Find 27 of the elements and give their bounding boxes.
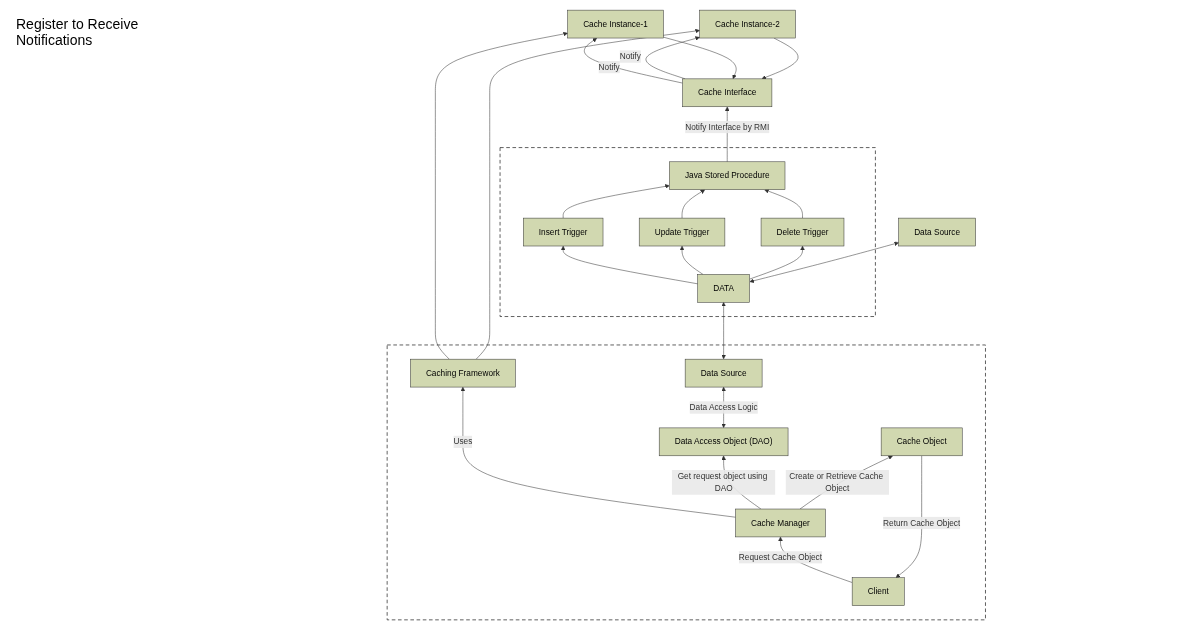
edge-label: Notify Interface by RMI <box>685 122 770 132</box>
node-box: Java Stored Procedure <box>669 161 786 190</box>
edge-label: Get request object using DAO <box>677 471 768 493</box>
node-box: Cache Interface <box>682 78 773 108</box>
edge-label: Data Access Logic <box>689 402 758 412</box>
edge-label: Request Cache Object <box>739 552 823 562</box>
edge-label: Return Cache Object <box>883 518 961 528</box>
node-box: Cache Instance-2 <box>699 9 796 39</box>
edge-label: Uses <box>453 437 473 446</box>
node-box: Delete Trigger <box>761 217 845 247</box>
cluster <box>499 147 876 317</box>
edge-label: Notify <box>598 62 620 72</box>
node-box: Data Source <box>685 358 763 388</box>
node-box: DATA <box>697 274 750 303</box>
node-box: Data Source <box>898 217 977 247</box>
node-box: Caching Framework <box>410 358 516 388</box>
note-text: Register to Receive Notifications <box>16 16 140 48</box>
node-box: Cache Instance-1 <box>567 9 664 39</box>
edge-label: Notify <box>619 51 641 61</box>
edge-label: Create or Retrieve Cache Object <box>789 471 884 493</box>
node-box: Update Trigger <box>639 217 726 247</box>
node-box: Cache Object <box>881 427 963 457</box>
node-box: Insert Trigger <box>523 217 604 247</box>
node-box: Data Access Object (DAO) <box>659 427 789 457</box>
node-box: Client <box>852 577 905 606</box>
cluster <box>386 344 987 621</box>
node-box: Cache Manager <box>735 508 826 538</box>
